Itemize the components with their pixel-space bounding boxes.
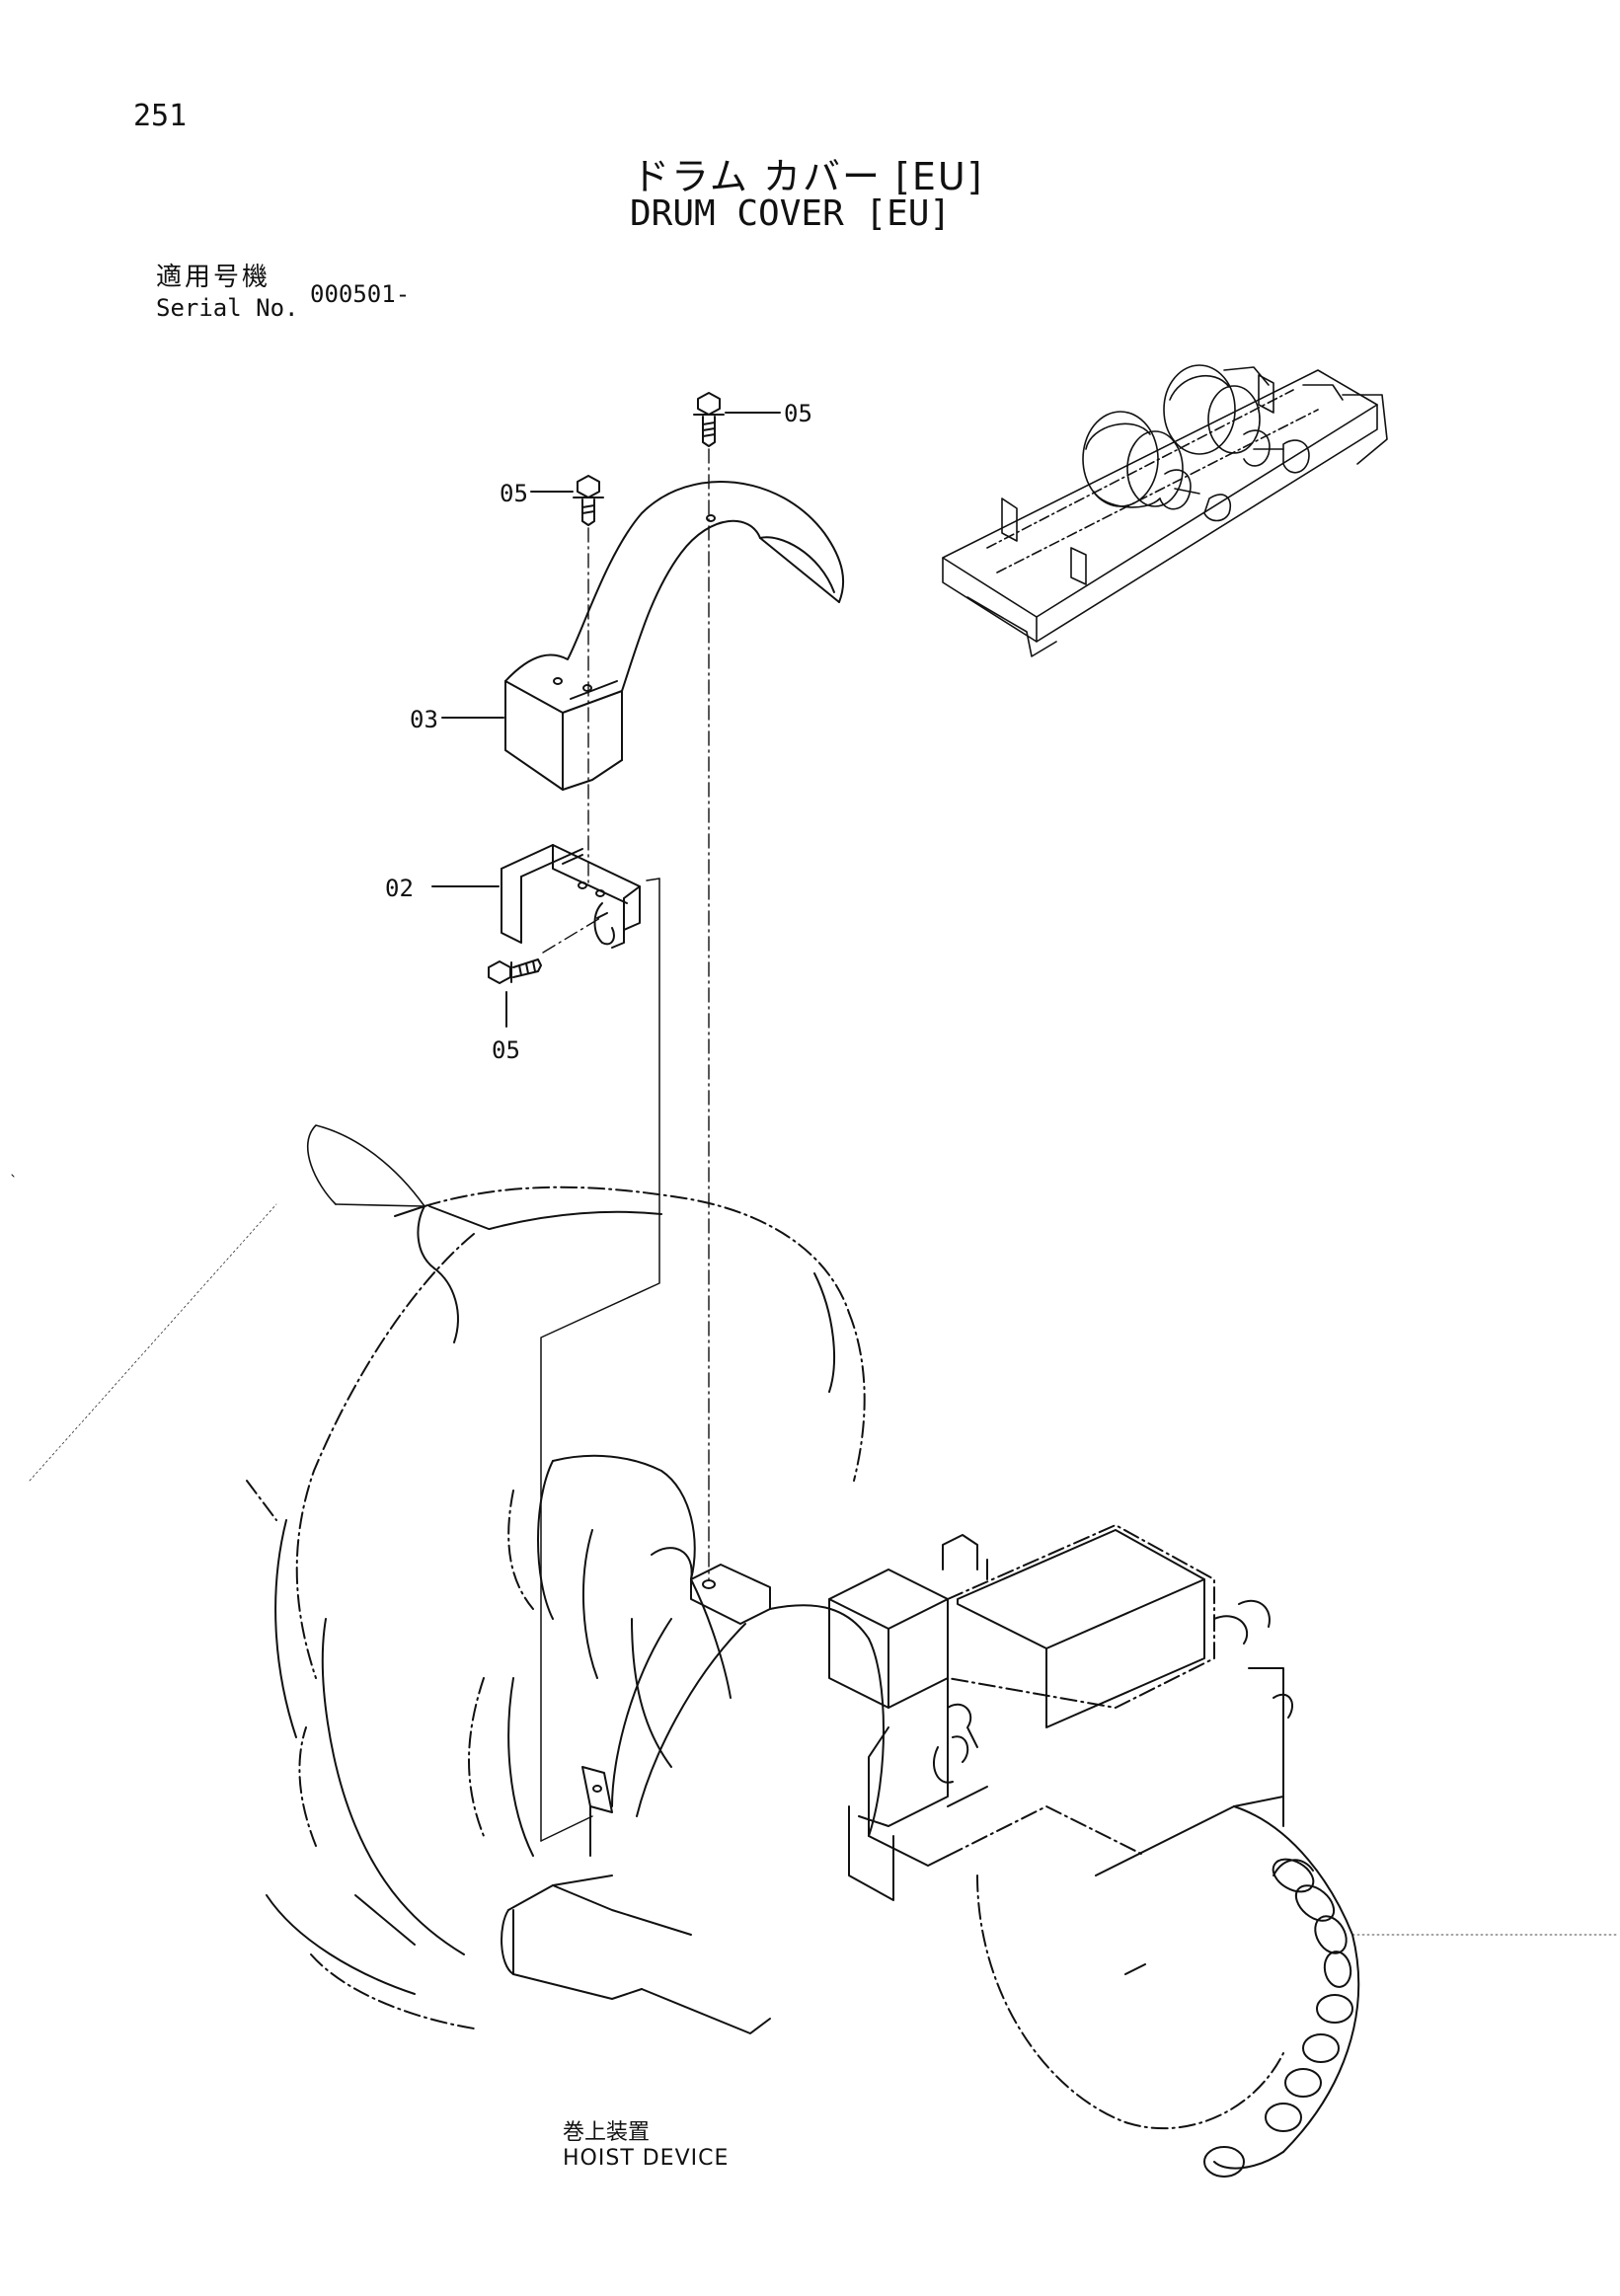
callout-bolt-top: 05 (784, 400, 812, 427)
serial-number-value: 000501- (310, 280, 411, 308)
page-number: 251 (133, 99, 188, 133)
scan-artifact-line (29, 1203, 277, 1482)
hoist-device (246, 1124, 1620, 2178)
drum-cover (504, 480, 845, 791)
machine-overview-inset (942, 364, 1388, 657)
serial-label-english: Serial No. (156, 294, 299, 322)
callout-bolt-bottom: 05 (492, 1036, 520, 1064)
center-lines (542, 448, 710, 1580)
title-japanese: ドラム カバー [EU] (632, 155, 984, 198)
callout-cover: 03 (410, 706, 438, 733)
bracket (501, 844, 641, 949)
scan-artifact-dot (11, 1174, 15, 1178)
bolt-bottom (488, 958, 542, 984)
serial-label-japanese: 適用号機 (156, 263, 271, 292)
mounting-plate-outline (540, 878, 660, 1842)
assembly-label-english: HOIST DEVICE (563, 2146, 730, 2171)
callout-bolt-left: 05 (500, 480, 528, 507)
title-english: DRUM COVER [EU] (630, 193, 952, 234)
assembly-label-japanese: 巻上装置 (563, 2120, 651, 2145)
bolt-left (573, 475, 604, 526)
bolt-top (693, 392, 725, 447)
callout-bracket: 02 (385, 875, 414, 902)
